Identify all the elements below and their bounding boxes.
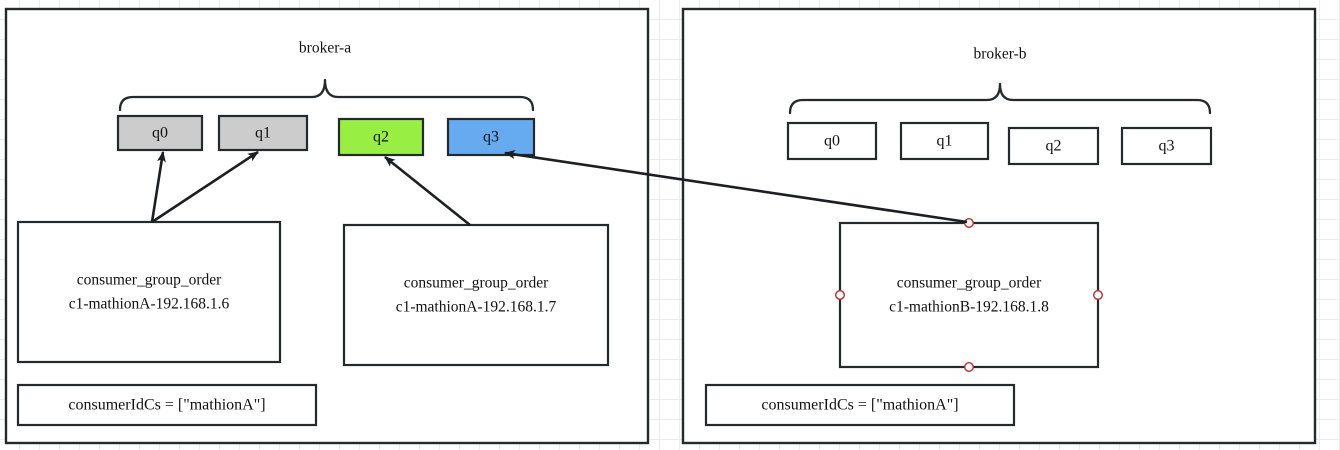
queue-label-q0: q0	[824, 133, 840, 150]
anchor-bottom-handle[interactable]	[964, 362, 975, 373]
arrow-consumer6-to-q1	[151, 150, 259, 224]
queue-label-q2: q2	[373, 129, 389, 146]
queue-group-brace-broker-a	[118, 78, 535, 112]
queue-broker-a-q2[interactable]: q2	[337, 117, 425, 157]
arrow-consumer8-to-q3	[504, 150, 968, 224]
queue-box-q3[interactable]	[1120, 126, 1213, 166]
queue-broker-a-q1[interactable]: q1	[217, 114, 309, 152]
queue-label-q2: q2	[1046, 138, 1062, 155]
queue-box-q0[interactable]	[786, 121, 878, 161]
anchor-left-handle[interactable]	[835, 290, 846, 301]
consumer-box-border[interactable]	[838, 221, 1100, 369]
panel-broker-b: broker-b q0 q1 q2 q3 consumer_group_order c1-m…	[681, 7, 1317, 445]
consumer-box-broker-a-1[interactable]: consumer_group_order c1-mathionA-192.168.…	[342, 223, 610, 367]
consumer-instance-id: c1-mathionB-192.168.1.8	[889, 299, 1049, 316]
queue-label-q3: q3	[1159, 138, 1175, 155]
queue-broker-b-q1[interactable]: q1	[899, 121, 990, 161]
note-box-border	[16, 383, 318, 427]
note-text: consumerIdCs = ["mathionA"]	[761, 397, 958, 414]
queue-box-q2[interactable]	[337, 117, 425, 157]
arrow-consumer6-to-q0	[150, 151, 166, 223]
consumer-group-name: consumer_group_order	[404, 275, 549, 292]
queue-broker-a-q3[interactable]: q3	[446, 117, 536, 157]
consumer-group-name: consumer_group_order	[77, 272, 222, 289]
queue-box-q2[interactable]	[1007, 126, 1100, 166]
note-broker-a: consumerIdCs = ["mathionA"]	[16, 383, 318, 427]
note-box-border	[704, 383, 1016, 427]
queue-broker-b-q2[interactable]: q2	[1007, 126, 1100, 166]
arrow-consumer7-to-q2	[384, 155, 471, 227]
queue-label-q3: q3	[483, 129, 499, 146]
anchor-right-handle[interactable]	[1092, 290, 1103, 301]
queue-box-q1[interactable]	[899, 121, 990, 161]
panel-broker-a: broker-a q0 q1 q2 q3 consumer_group_order c1-m…	[4, 7, 650, 445]
queue-box-q0[interactable]	[116, 114, 204, 152]
consumer-box-border[interactable]	[342, 223, 610, 367]
note-text: consumerIdCs = ["mathionA"]	[68, 397, 265, 414]
consumer-instance-id: c1-mathionA-192.168.1.6	[69, 296, 230, 313]
queue-broker-a-q0[interactable]: q0	[116, 114, 204, 152]
note-broker-b: consumerIdCs = ["mathionA"]	[704, 383, 1016, 427]
panel-title-broker-a: broker-a	[299, 40, 351, 57]
consumer-box-border[interactable]	[16, 220, 282, 364]
panel-title-broker-b: broker-b	[973, 46, 1026, 63]
queue-box-q1[interactable]	[217, 114, 309, 152]
queue-box-q3[interactable]	[446, 117, 536, 157]
queue-broker-b-q0[interactable]: q0	[786, 121, 878, 161]
queue-label-q1: q1	[937, 133, 953, 150]
queue-label-q1: q1	[255, 125, 271, 142]
consumer-group-name: consumer_group_order	[897, 275, 1042, 292]
consumer-box-broker-b-0[interactable]: consumer_group_order c1-mathionB-192.168.…	[838, 221, 1100, 369]
consumer-box-broker-a-0[interactable]: consumer_group_order c1-mathionA-192.168.…	[16, 220, 282, 364]
queue-label-q0: q0	[152, 125, 168, 142]
queue-broker-b-q3[interactable]: q3	[1120, 126, 1213, 166]
queue-group-brace-broker-b	[788, 82, 1212, 115]
consumer-instance-id: c1-mathionA-192.168.1.7	[396, 299, 557, 316]
